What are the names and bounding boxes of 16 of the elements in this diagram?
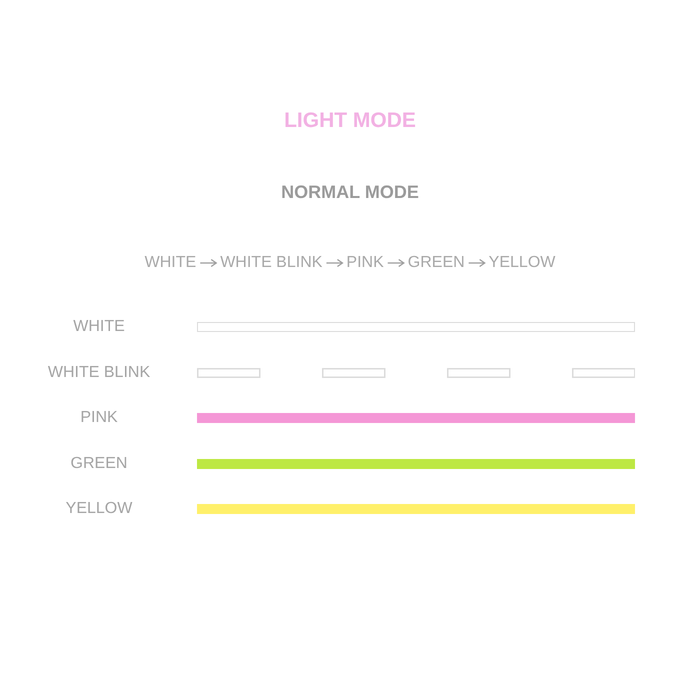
arrow [468, 258, 486, 268]
arrow [326, 258, 344, 268]
legend-label: PINK [80, 408, 118, 428]
step-label: WHITE BLINK [216, 253, 326, 273]
step-label: PINK [342, 253, 388, 273]
legend-label: WHITE BLINK [48, 362, 150, 382]
legend-label: YELLOW [66, 499, 132, 519]
step-label: WHITE [140, 253, 200, 273]
arrow [388, 258, 404, 268]
subtitle: NORMAL MODE [281, 181, 419, 204]
step-label: YELLOW [484, 253, 560, 273]
title: LIGHT MODE [284, 108, 416, 134]
legend-label: GREEN [70, 454, 128, 474]
step-label: GREEN [404, 253, 469, 273]
legend-label: WHITE [73, 317, 125, 337]
arrow [200, 258, 217, 268]
